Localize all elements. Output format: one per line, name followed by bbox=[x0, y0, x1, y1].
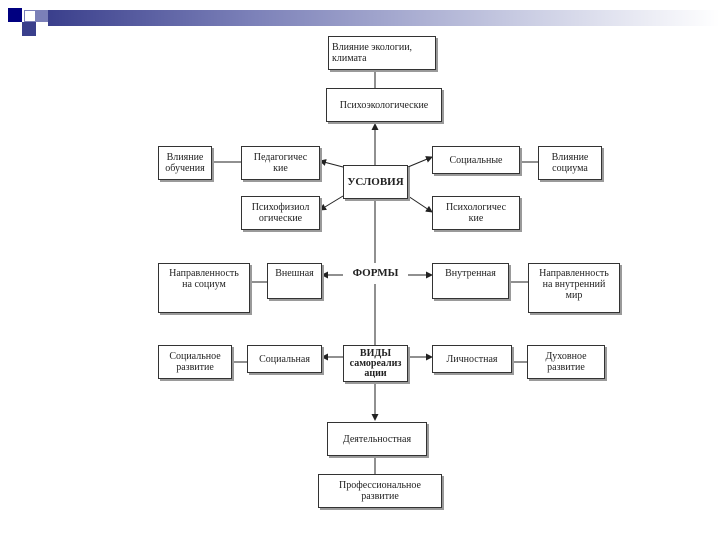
node-spiritual-development: Духовное развитие bbox=[527, 345, 605, 379]
node-psychoecological: Психоэкологические bbox=[326, 88, 442, 122]
link-pedagogical bbox=[319, 159, 344, 168]
node-social-orientation: Направленность на социум bbox=[158, 263, 250, 313]
node-inner-orientation: Направленность на внутренний мир bbox=[528, 263, 620, 313]
corner-square-medium bbox=[22, 22, 36, 36]
node-ecology-influence: Влияние экологии, климата bbox=[328, 36, 436, 70]
node-social-development: Социальное развитие bbox=[158, 345, 232, 379]
node-kind-social: Социальная bbox=[247, 345, 322, 373]
node-pedagogical: Педагогичес кие bbox=[241, 146, 320, 180]
node-society-influence: Влияние социума bbox=[538, 146, 602, 180]
link-psychological bbox=[407, 195, 433, 213]
node-professional-development: Профессиональное развитие bbox=[318, 474, 442, 508]
corner-square-light bbox=[36, 10, 48, 22]
node-psychological: Психологичес кие bbox=[432, 196, 520, 230]
link-social bbox=[407, 156, 433, 168]
link-psychophysiological bbox=[319, 195, 344, 211]
node-conditions: УСЛОВИЯ bbox=[343, 165, 408, 199]
node-activity: Деятельностная bbox=[327, 422, 427, 456]
node-psychophysiological: Психофизиол огические bbox=[241, 196, 320, 230]
node-kinds: ВИДЫ самореализ ации bbox=[343, 345, 408, 382]
header-gradient-bar bbox=[48, 10, 720, 26]
node-learning-influence: Влияние обучения bbox=[158, 146, 212, 180]
corner-square-dark bbox=[8, 8, 22, 22]
node-internal: Внутренная bbox=[432, 263, 509, 299]
node-social: Социальные bbox=[432, 146, 520, 174]
node-kind-personal: Личностная bbox=[432, 345, 512, 373]
corner-square-outline bbox=[24, 10, 36, 22]
node-forms: ФОРМЫ bbox=[343, 263, 408, 284]
node-external: Внешная bbox=[267, 263, 322, 299]
